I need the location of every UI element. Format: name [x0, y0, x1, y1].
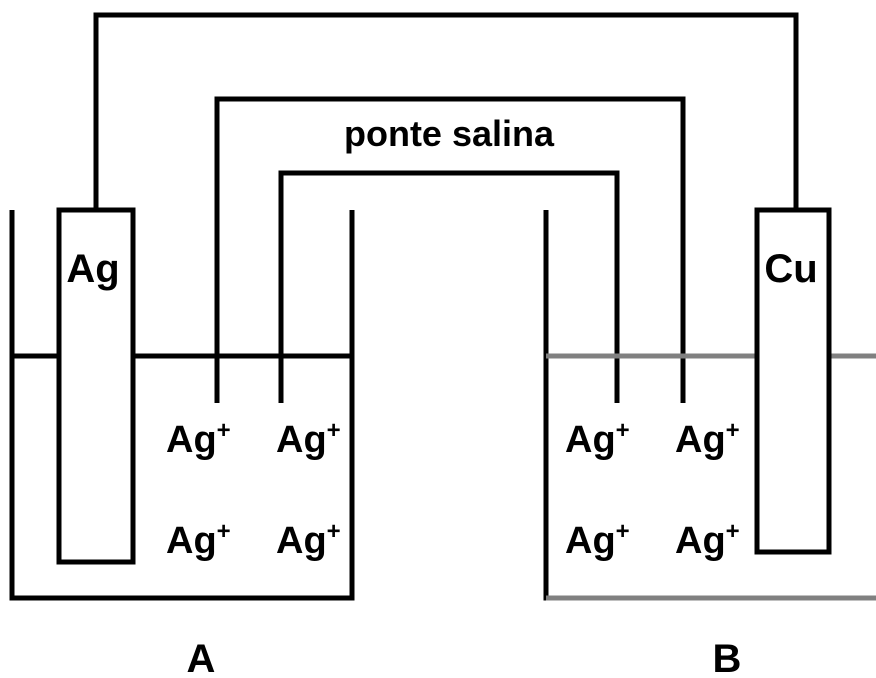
ion-b3: Ag+	[565, 518, 630, 562]
ion-b1: Ag+	[565, 417, 630, 461]
cell-a-label: A	[187, 637, 216, 678]
electrode-cu-label: Cu	[764, 247, 817, 291]
ion-a2: Ag+	[276, 417, 341, 461]
ion-a1: Ag+	[166, 417, 231, 461]
salt-bridge-inner	[278, 170, 620, 403]
ion-a4: Ag+	[276, 518, 341, 562]
ion-b4: Ag+	[675, 518, 740, 562]
salt-bridge-label: ponte salina	[344, 113, 555, 154]
beaker-a	[9, 210, 355, 601]
salt-bridge-outer	[214, 96, 686, 403]
external-wire	[93, 12, 799, 211]
cell-b-label: B	[713, 637, 742, 678]
ion-a3: Ag+	[166, 518, 231, 562]
electrode-cu	[754, 207, 832, 555]
electrode-ag	[56, 207, 136, 565]
ion-b2: Ag+	[675, 417, 740, 461]
electrode-ag-label: Ag	[66, 247, 119, 291]
